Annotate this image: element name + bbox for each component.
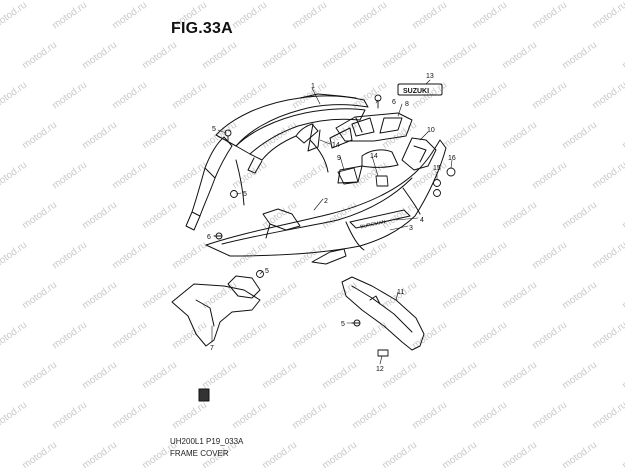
callout-label: 5 <box>212 126 216 133</box>
leader-lines <box>211 79 453 365</box>
callout-labels: 1 2 3 4 5 5 5 6 6 7 8 9 10 11 12 13 14 1… <box>207 73 456 373</box>
callout-label: 1 <box>311 83 315 90</box>
label-decal <box>198 388 210 402</box>
figure-title: FIG.33A <box>171 20 233 37</box>
callout-label: 14 <box>332 142 340 149</box>
part-11-side-cover <box>341 276 425 351</box>
callout-label: 2 <box>324 198 328 205</box>
part-1-rear-upper-cover <box>185 93 369 231</box>
callout-label: 5 <box>341 321 345 328</box>
figure-reference-code: UH200L1 P19_033A <box>170 437 244 446</box>
part-8-rear-top-fairing <box>335 112 413 142</box>
callout-label: 8 <box>405 101 409 108</box>
callout-label: 16 <box>448 155 456 162</box>
callout-label: 15 <box>433 165 441 172</box>
part-9-plate <box>337 167 359 185</box>
callout-label: 3 <box>409 225 413 232</box>
callout-label: 10 <box>427 127 435 134</box>
callout-label: 6 <box>207 234 211 241</box>
callout-label: 5 <box>265 268 269 275</box>
callout-label: 13 <box>426 73 434 80</box>
callout-label: 12 <box>376 366 384 373</box>
part-13-emblem <box>397 83 443 96</box>
part-2-lower-rear-shell <box>205 127 447 265</box>
part-7-lower-front-panel <box>171 275 261 347</box>
callout-label: 14 <box>370 153 378 160</box>
figure-caption: FRAME COVER <box>170 449 229 458</box>
callout-label: 5 <box>243 191 247 198</box>
callout-label: 9 <box>337 155 341 162</box>
badge-lettering: SUZUKI BURGMAN <box>360 88 429 230</box>
emblem-text: SUZUKI <box>403 88 429 95</box>
callout-label: 4 <box>420 217 424 224</box>
side-decal-text: BURGMAN <box>360 219 387 230</box>
callout-label: 11 <box>397 289 404 296</box>
part-10-tail-side-piece <box>401 137 437 171</box>
callout-label: 7 <box>210 345 214 352</box>
callout-label: 6 <box>392 99 396 106</box>
